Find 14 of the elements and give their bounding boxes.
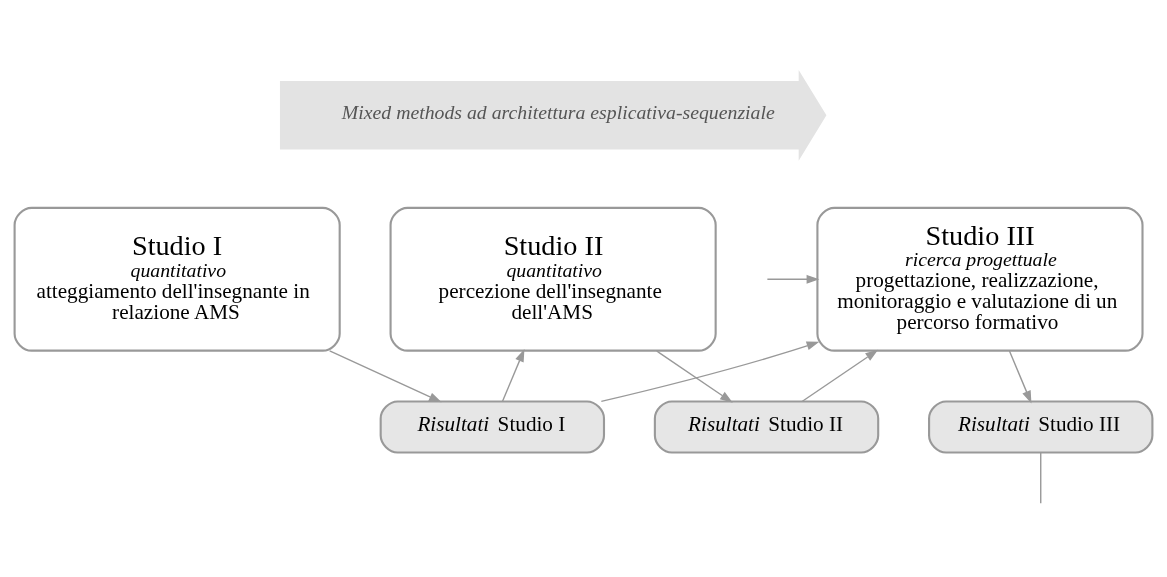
- arrow: [1008, 349, 1032, 403]
- connector: [1040, 451, 1042, 504]
- node-box: Studio I quantitativo atteggiamento dell'insegnante in relazione AMS: [13, 206, 341, 352]
- node-box: Studio II quantitativo percezione dell'insegnante dell'AMS: [389, 206, 717, 352]
- arrow: [600, 341, 820, 402]
- node-box: Risultati Studio II: [653, 400, 880, 453]
- arrow: [801, 349, 879, 402]
- node-box: Studio III ricerca progettuale progettazione, realizzazione, monitoraggio e valutazione di un percorso formativo: [816, 206, 1144, 352]
- node-box: Risultati Studio I: [379, 400, 606, 453]
- arrow: [656, 349, 733, 403]
- arrow: [328, 349, 442, 402]
- node-box: Risultati Studio III: [928, 400, 1154, 453]
- arrow: [766, 274, 820, 284]
- arrow: [501, 348, 525, 402]
